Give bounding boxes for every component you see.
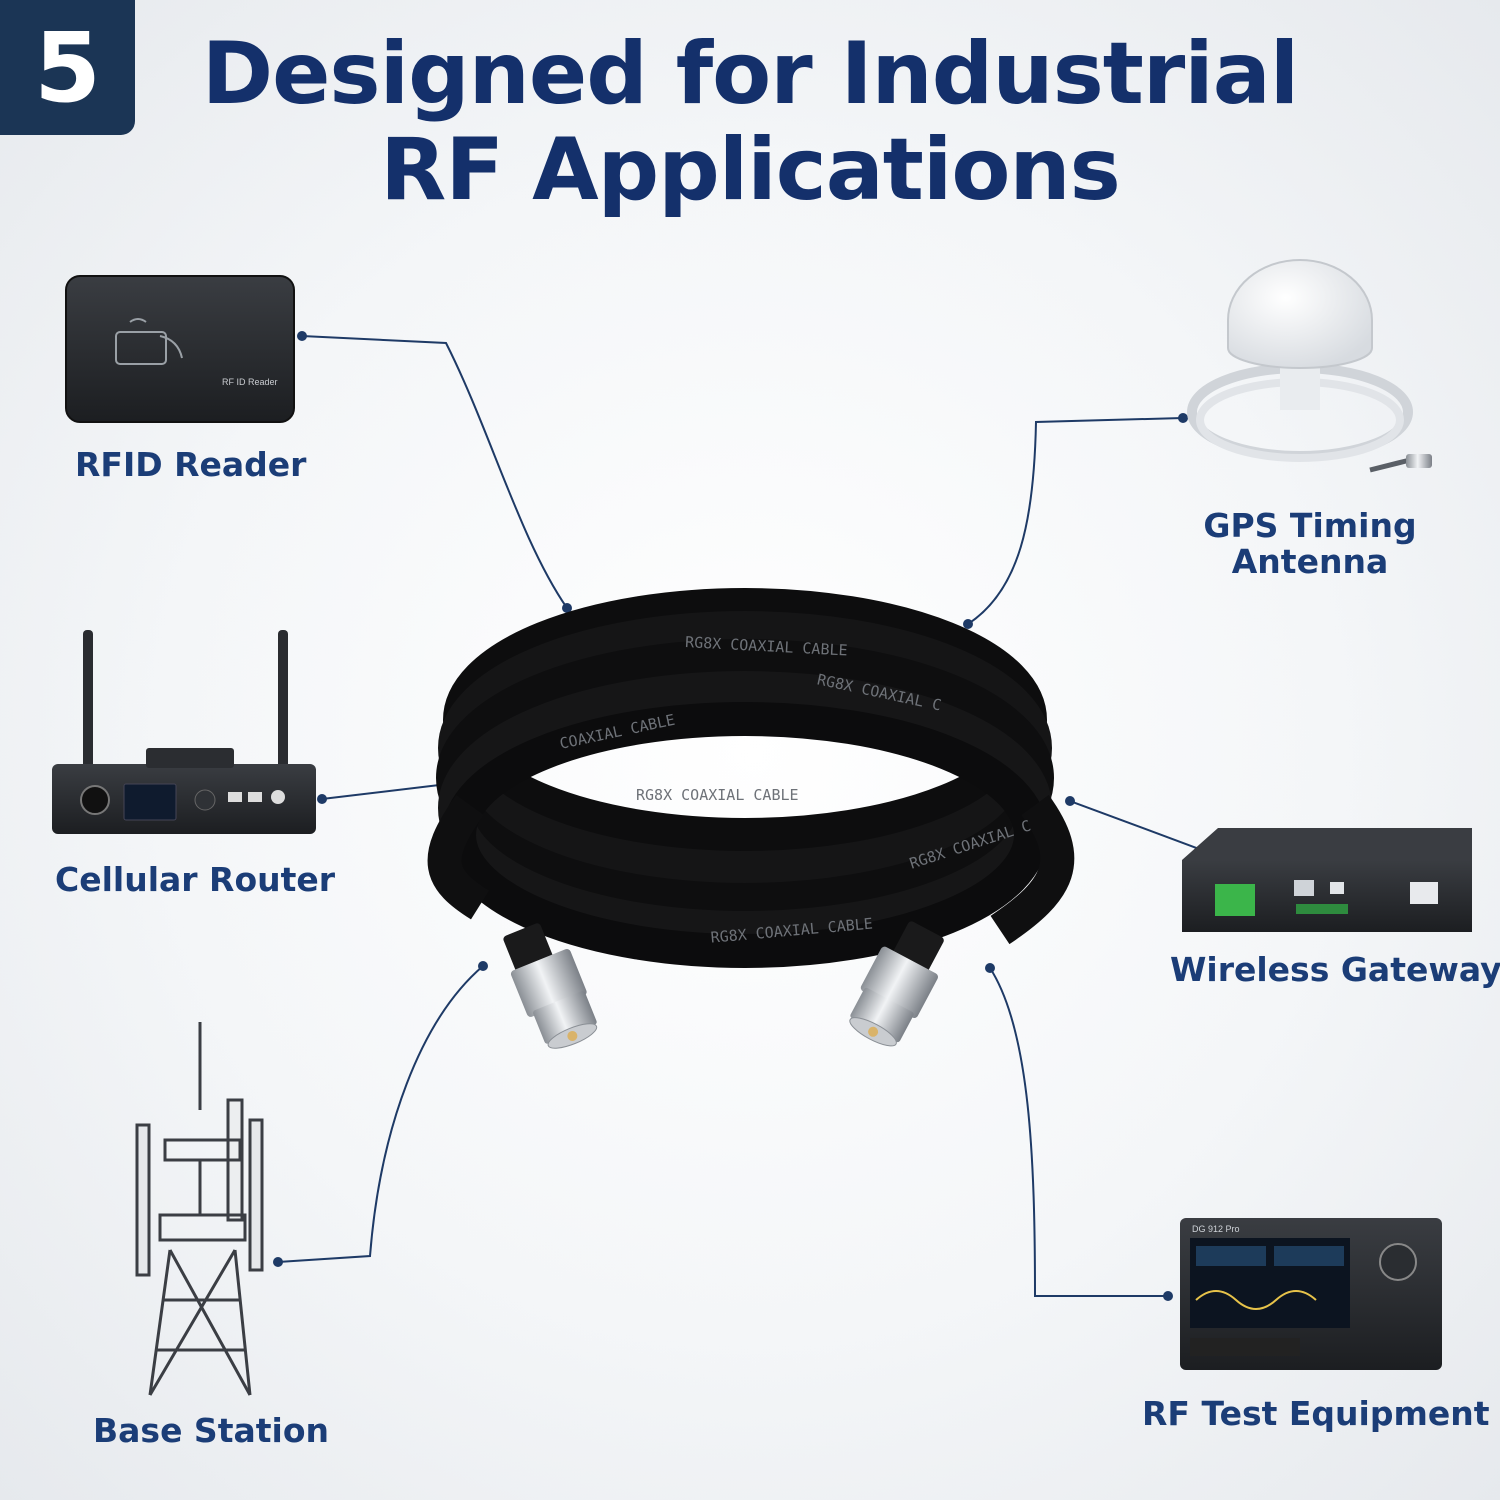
- line-gps: [967, 417, 1184, 625]
- cable-print-4: RG8X COAXIAL CABLE: [636, 786, 799, 804]
- label-gps-line-2: Antenna: [1231, 542, 1389, 581]
- base-station-image: [135, 1022, 264, 1396]
- label-gps-timing-antenna: GPS Timing Antenna: [1180, 508, 1440, 580]
- line-rf-test: [989, 967, 1168, 1297]
- gps-antenna-image: [1187, 259, 1432, 473]
- rfid-reader-image: RF ID Reader: [65, 275, 295, 423]
- coaxial-cable-image: RG8X COAXIAL CABLE COAXIAL CABLE RG8X CO…: [427, 588, 1075, 1049]
- page-title: Designed for Industrial RF Applications: [180, 26, 1320, 218]
- label-rfid-reader: RFID Reader: [75, 445, 307, 484]
- line-base: [277, 965, 484, 1263]
- connector-dots: [273, 331, 1207, 1301]
- left-tnc-connector: [503, 923, 598, 1049]
- label-base-station: Base Station: [93, 1411, 329, 1450]
- cellular-router-image: [52, 630, 316, 834]
- connector-lines: [277, 335, 1203, 1297]
- line-gateway: [1069, 800, 1203, 851]
- line-router: [321, 782, 457, 800]
- step-badge: 5: [0, 0, 135, 135]
- label-wireless-gateway: Wireless Gateway: [1170, 950, 1500, 989]
- label-cellular-router: Cellular Router: [55, 860, 336, 899]
- line-rfid: [301, 335, 568, 609]
- rf-test-equipment-image: DG 912 Pro: [1180, 1218, 1442, 1370]
- label-rf-test-equipment: RF Test Equipment: [1142, 1394, 1490, 1433]
- label-gps-line-1: GPS Timing: [1203, 506, 1417, 545]
- rf-test-model-text: DG 912 Pro: [1192, 1224, 1240, 1234]
- wireless-gateway-image: [1182, 828, 1472, 932]
- right-tnc-connector: [849, 921, 944, 1047]
- title-line-1: Designed for Industrial: [201, 24, 1300, 124]
- title-line-2: RF Applications: [380, 120, 1121, 220]
- rfid-device-text: RF ID Reader: [222, 377, 278, 387]
